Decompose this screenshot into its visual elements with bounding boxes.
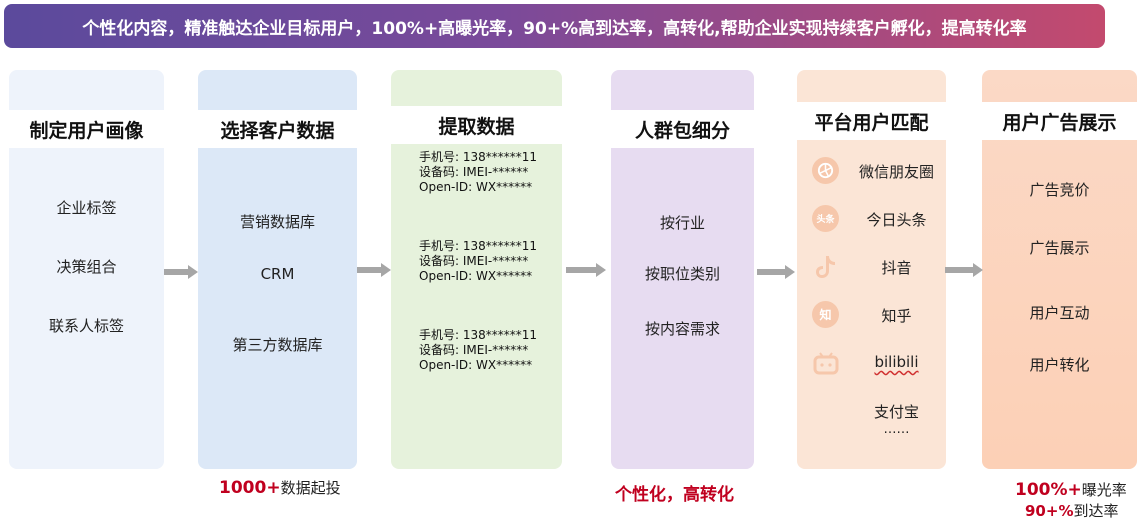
reach-note: 90+%到达率 xyxy=(1025,502,1119,520)
platform-zhihu: 知 知乎 xyxy=(797,301,946,331)
exposure-note: 100%+曝光率 xyxy=(1015,480,1127,500)
list-item: 企业标签 xyxy=(56,199,117,217)
list-item: 按内容需求 xyxy=(644,320,720,338)
platform-bilibili: bilibili xyxy=(797,349,946,379)
list-item: 广告竞价 xyxy=(1029,181,1090,199)
arrow-right-icon xyxy=(566,263,606,277)
platform-more: …… xyxy=(883,422,910,437)
list-item: 第三方数据库 xyxy=(232,336,323,354)
platform-label: 今日头条 xyxy=(866,211,927,229)
arrow-right-icon xyxy=(357,263,391,277)
platform-wechat: 微信朋友圈 xyxy=(797,157,946,187)
column-audience-segments: 人群包细分 按行业 按职位类别 按内容需求 xyxy=(611,70,754,469)
platform-alipay: 支付宝 xyxy=(873,403,919,421)
data-record: 手机号: 138******11 设备码: IMEI-****** Open-I… xyxy=(419,239,538,283)
platform-douyin: 抖音 xyxy=(797,253,946,283)
douyin-icon xyxy=(812,253,839,280)
platform-toutiao: 头条 今日头条 xyxy=(797,205,946,235)
platform-label: 抖音 xyxy=(881,259,912,277)
column-extract-data: 提取数据 手机号: 138******11 设备码: IMEI-****** O… xyxy=(391,70,562,469)
column-customer-data: 选择客户数据 营销数据库 CRM 第三方数据库 xyxy=(198,70,357,469)
column-title: 制定用户画像 xyxy=(9,110,164,148)
list-item: CRM xyxy=(260,265,295,283)
toutiao-icon: 头条 xyxy=(812,205,839,232)
platform-label: bilibili xyxy=(874,353,919,371)
column-user-profile: 制定用户画像 企业标签 决策组合 联系人标签 xyxy=(9,70,164,469)
column-title: 平台用户匹配 xyxy=(797,102,946,140)
wechat-moments-icon xyxy=(812,157,839,184)
data-record: 手机号: 138******11 设备码: IMEI-****** Open-I… xyxy=(419,328,538,372)
column-ad-display: 用户广告展示 广告竞价 广告展示 用户互动 用户转化 xyxy=(982,70,1137,469)
column-title: 选择客户数据 xyxy=(198,110,357,148)
data-record: 手机号: 138******11 设备码: IMEI-****** Open-I… xyxy=(419,150,538,194)
slogan-note: 个性化，高转化 xyxy=(615,485,734,505)
column-title: 用户广告展示 xyxy=(982,102,1137,140)
platform-label: 知乎 xyxy=(881,307,912,325)
column-title: 提取数据 xyxy=(391,106,562,144)
list-item: 按职位类别 xyxy=(644,265,720,283)
list-item: 营销数据库 xyxy=(239,213,315,231)
platform-label: 微信朋友圈 xyxy=(858,163,934,181)
list-item: 广告展示 xyxy=(1029,239,1090,257)
zhihu-icon: 知 xyxy=(812,301,839,328)
arrow-right-icon xyxy=(945,263,983,277)
list-item: 联系人标签 xyxy=(48,317,124,335)
list-item: 按行业 xyxy=(659,214,705,232)
data-count-note: 1000+数据起投 xyxy=(219,478,341,498)
arrow-right-icon xyxy=(164,265,198,279)
header-banner: 个性化内容，精准触达企业目标用户，100%+高曝光率，90+%高到达率，高转化,… xyxy=(4,4,1105,48)
column-platform-match: 平台用户匹配 微信朋友圈 头条 今日头条 抖音 知 知乎 bilibili 支付… xyxy=(797,70,946,469)
list-item: 决策组合 xyxy=(56,258,117,276)
bilibili-icon xyxy=(812,349,839,376)
column-title: 人群包细分 xyxy=(611,110,754,148)
list-item: 用户转化 xyxy=(1029,356,1090,374)
arrow-right-icon xyxy=(757,265,795,279)
list-item: 用户互动 xyxy=(1029,304,1090,322)
